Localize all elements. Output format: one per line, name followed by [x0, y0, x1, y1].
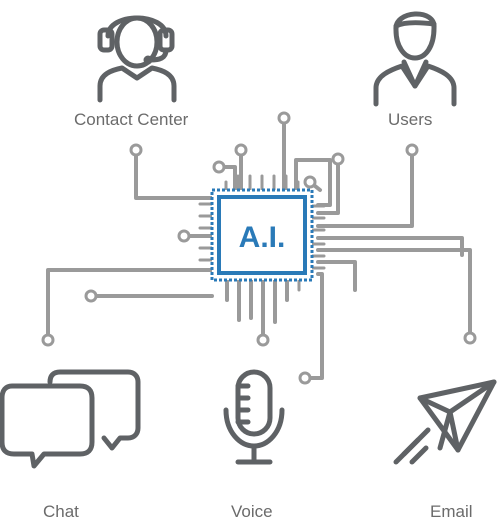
trace-right-3 [316, 260, 357, 292]
trace-right-1 [316, 236, 464, 257]
node [256, 333, 270, 347]
headset-agent-icon [97, 15, 177, 103]
label-contact-center: Contact Center [74, 110, 189, 129]
node [41, 333, 55, 347]
node [405, 143, 419, 157]
ai-chip: A.I. [210, 188, 314, 282]
chat-bubbles-icon [0, 369, 141, 469]
label-chat: Chat [43, 502, 79, 521]
trace-voice-right [303, 272, 324, 380]
trace-top-right-c [316, 157, 340, 215]
trace-contact-center [134, 148, 214, 200]
trace-right-2 [316, 248, 472, 340]
node [129, 143, 143, 157]
microphone-icon [223, 369, 285, 465]
trace-nodes [41, 111, 477, 385]
paper-plane-icon [393, 379, 497, 465]
node [331, 152, 345, 166]
node [84, 289, 98, 303]
trace-users [316, 148, 414, 228]
label-voice: Voice [231, 502, 273, 521]
trace-left-2 [46, 268, 214, 342]
node [298, 371, 312, 385]
chip-pins [198, 174, 326, 292]
node [177, 229, 191, 243]
node [463, 331, 477, 345]
node [212, 160, 226, 174]
user-icon [373, 11, 457, 107]
label-users: Users [388, 110, 433, 129]
node [234, 143, 248, 157]
trace-top-right-b [294, 158, 332, 207]
node [277, 111, 291, 125]
label-email: Email [430, 502, 473, 521]
node [303, 175, 317, 189]
chip-label: A.I. [239, 221, 286, 254]
